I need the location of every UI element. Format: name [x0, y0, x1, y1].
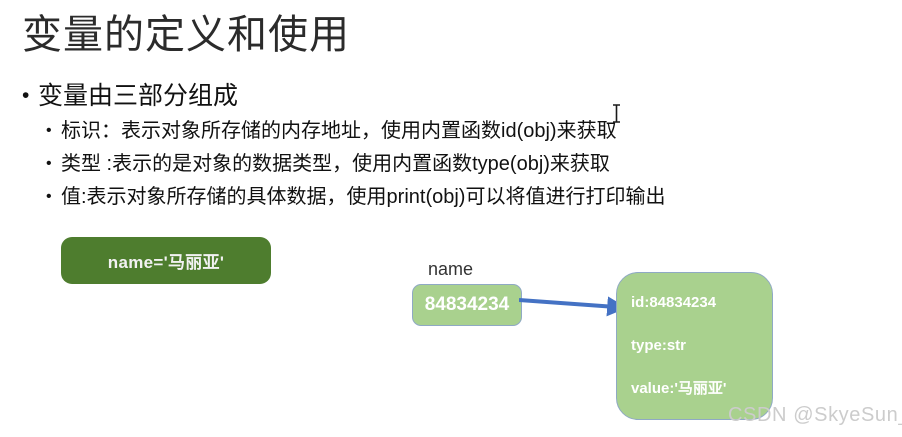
object-type-line: type:str [631, 337, 687, 354]
bullet-marker-icon: • [46, 188, 52, 205]
bullet-marker-icon: • [46, 122, 52, 139]
code-snippet-box: name='马丽亚' [61, 237, 271, 284]
bullet-level2-text: 值:表示对象所存储的具体数据，使用print(obj)可以将值进行打印输出 [61, 186, 666, 208]
variable-value-box: 84834234 [412, 284, 522, 326]
bullet-marker-icon: • [46, 155, 52, 172]
object-value-line: value:'马丽亚' [631, 380, 727, 397]
object-id-line: id:84834234 [631, 294, 717, 311]
bullet-level1-text: 变量由三部分组成 [38, 82, 239, 110]
bullet-level2-value: • 值:表示对象所存储的具体数据，使用print(obj)可以将值进行打印输出 [46, 184, 665, 210]
bullet-marker-icon: • [22, 84, 30, 107]
code-snippet-text: name='马丽亚' [107, 253, 225, 272]
bullet-level2-text: 类型 :表示的是对象的数据类型，使用内置函数type(obj)来获取 [61, 153, 610, 175]
bullet-level1: • 变量由三部分组成 [22, 80, 238, 112]
bullet-level2-type: • 类型 :表示的是对象的数据类型，使用内置函数type(obj)来获取 [46, 151, 610, 177]
bullet-level2-identity: • 标识：表示对象所存储的内存地址，使用内置函数id(obj)来获取 [46, 118, 617, 144]
bullet-level2-text: 标识：表示对象所存储的内存地址，使用内置函数id(obj)来获取 [61, 120, 617, 142]
variable-name-label: name [428, 259, 474, 279]
text-cursor-icon [613, 104, 620, 123]
variable-value-text: 84834234 [424, 294, 510, 315]
reference-arrow-icon [519, 296, 627, 317]
page-title: 变量的定义和使用 [22, 13, 350, 57]
object-detail-box: id:84834234 type:str value:'马丽亚' [616, 272, 773, 420]
